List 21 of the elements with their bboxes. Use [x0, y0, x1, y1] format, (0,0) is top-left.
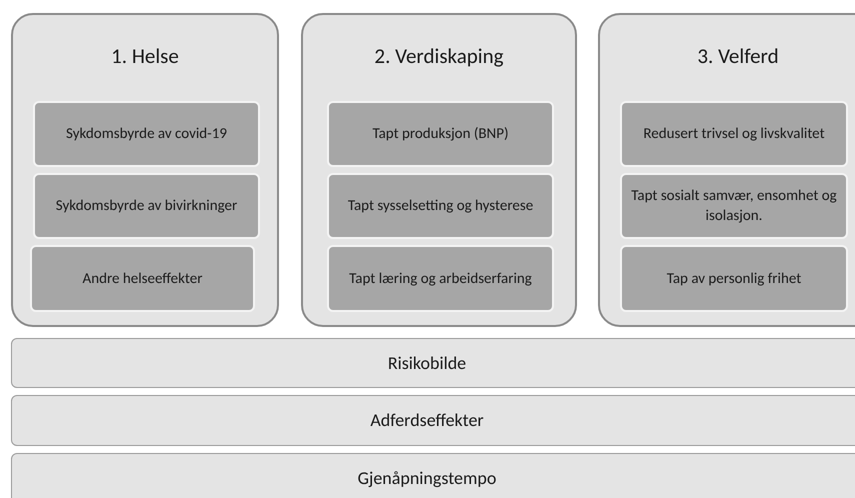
factor-band	[11, 338, 855, 388]
effect-box: Tapt sosialt samvær, ensomhet og isolasjon.	[620, 173, 848, 239]
band-label: Adferdseffekter	[370, 408, 484, 433]
effect-box: Sykdomsbyrde av covid-19	[33, 101, 260, 167]
panel-heading: 3. Velferd	[696, 42, 780, 71]
effect-box: Redusert trivsel og livskvalitet	[620, 101, 848, 167]
effect-box: Tapt produksjon (BNP)	[327, 101, 554, 167]
category-panel	[301, 13, 577, 327]
factor-band	[11, 395, 855, 446]
effect-box: Tap av personlig frihet	[620, 245, 848, 312]
category-panel	[11, 13, 279, 327]
effect-box: Andre helseeffekter	[30, 245, 255, 312]
band-label: Risikobilde	[388, 351, 466, 376]
band-label: Gjenåpningstempo	[358, 466, 496, 491]
effect-box: Sykdomsbyrde av bivirkninger	[33, 173, 260, 239]
panel-heading: 1. Helse	[110, 42, 180, 71]
factor-band	[11, 453, 855, 498]
effect-box: Tapt sysselsetting og hysterese	[327, 173, 554, 239]
panel-heading: 2. Verdiskaping	[373, 42, 505, 71]
category-panel	[598, 13, 855, 327]
effect-box: Tapt læring og arbeidserfaring	[327, 245, 554, 312]
